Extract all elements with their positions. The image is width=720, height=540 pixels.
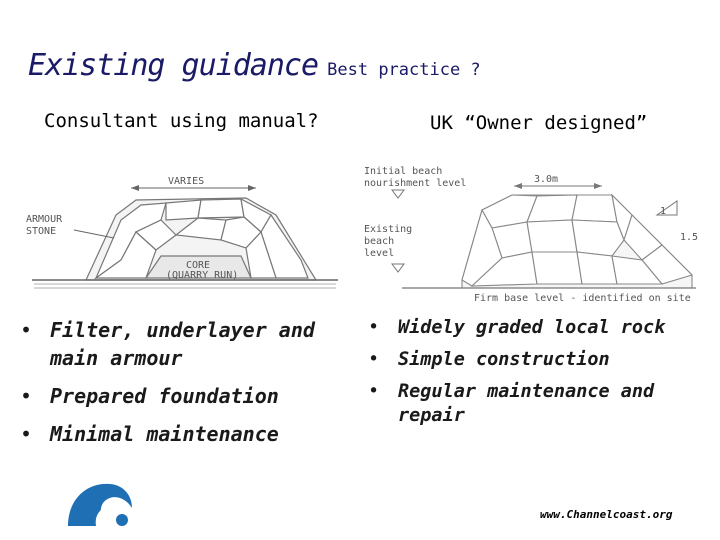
title-sub: Best practice ? xyxy=(327,60,481,80)
list-item: •Widely graded local rock xyxy=(368,317,666,338)
base-label: Firm base level - identified on site xyxy=(474,293,691,304)
left-width-label: VARIES xyxy=(168,176,204,187)
list-item: •Simple construction xyxy=(368,349,610,370)
footer-url: www.Channelcoast.org xyxy=(540,508,673,521)
core-label-2: (QUARRY RUN) xyxy=(166,270,238,281)
list-item: •Prepared foundation xyxy=(20,384,279,408)
armour-label-1: ARMOUR xyxy=(26,214,63,225)
armour-label-2: STONE xyxy=(26,226,56,237)
right-caption: UK “Owner designed” xyxy=(430,112,648,134)
channelcoast-logo-icon xyxy=(68,483,132,526)
existing-label-3: level xyxy=(364,248,394,259)
initial-label-2: nourishment level xyxy=(364,178,466,189)
left-bullet-list: •Filter, underlayer and main armour •Pre… xyxy=(20,316,350,458)
slope-horizontal-label: 1.5 xyxy=(680,232,698,243)
title-main: Existing guidance xyxy=(28,48,319,83)
slide-title: Existing guidance Best practice ? xyxy=(28,48,481,83)
initial-label-1: Initial beach xyxy=(364,166,442,177)
existing-label-1: Existing xyxy=(364,224,412,235)
existing-label-2: beach xyxy=(364,236,394,247)
list-item: •Filter, underlayer and main armour xyxy=(20,318,315,370)
right-bullet-list: •Widely graded local rock •Simple constr… xyxy=(368,316,698,436)
core-label-1: CORE xyxy=(186,260,210,271)
engineered-breakwater-diagram: VARIES ARMOUR STONE CORE (QUARRY RUN) xyxy=(26,160,344,295)
left-caption: Consultant using manual? xyxy=(44,110,319,132)
slope-vertical-label: 1 xyxy=(660,206,666,217)
owner-designed-breakwater-diagram: Initial beach nourishment level 3.0m Exi… xyxy=(362,160,698,305)
list-item: •Minimal maintenance xyxy=(20,422,279,446)
list-item: •Regular maintenance and repair xyxy=(368,381,655,426)
right-width-label: 3.0m xyxy=(534,174,558,185)
